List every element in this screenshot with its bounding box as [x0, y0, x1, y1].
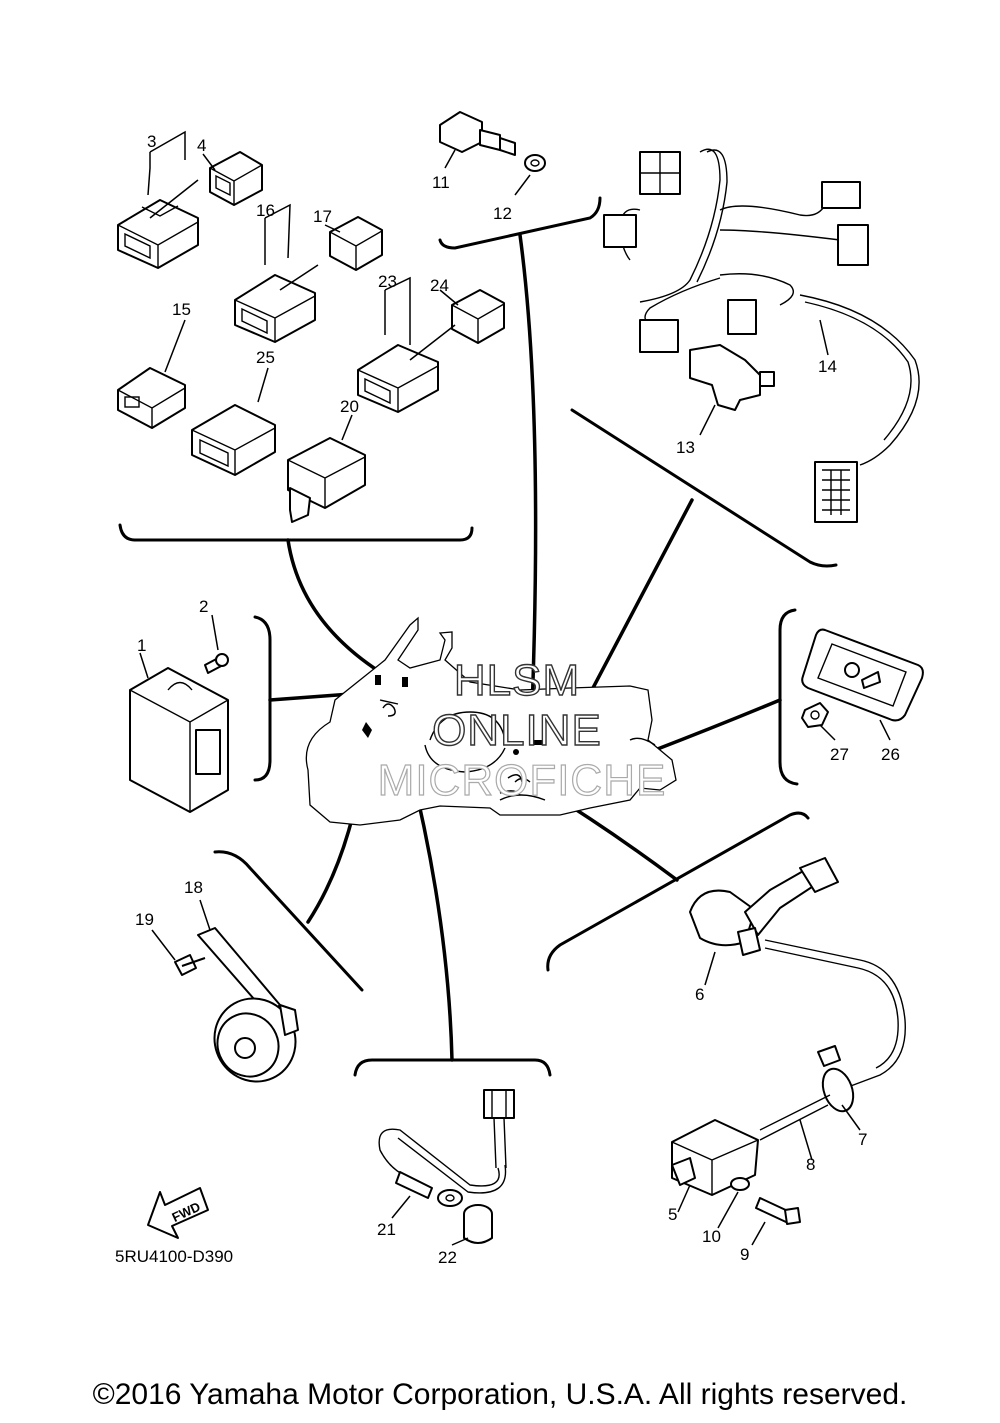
horn-group — [151, 899, 299, 1083]
callout-15: 15 — [172, 300, 191, 319]
relay-20 — [287, 437, 366, 523]
callout-23: 23 — [378, 272, 397, 291]
callout-6: 6 — [695, 985, 704, 1004]
callout-3: 3 — [147, 132, 156, 151]
sensor-21-group — [378, 1089, 515, 1246]
sensor-11-group — [439, 111, 546, 196]
motorcycle-outline — [305, 616, 677, 826]
callout-24: 24 — [430, 276, 449, 295]
coupler-24 — [451, 289, 505, 344]
coupler-4 — [209, 151, 263, 206]
watermark: HLSM ONLINE MICROFICHE — [377, 655, 667, 805]
callout-20: 20 — [340, 397, 359, 416]
coupler-3 — [117, 199, 199, 269]
callout-17: 17 — [313, 207, 332, 226]
callout-22: 22 — [438, 1248, 457, 1267]
callout-labels: 1 2 3 4 5 6 7 8 9 10 11 12 13 14 15 16 1… — [135, 132, 900, 1267]
coupler-15 — [117, 367, 186, 429]
ignition-group — [671, 857, 906, 1246]
coupler-23 — [357, 344, 439, 413]
callout-7: 7 — [858, 1130, 867, 1149]
connector-group — [117, 130, 505, 523]
diagram-code: 5RU4100-D390 — [115, 1247, 233, 1266]
callout-12: 12 — [493, 204, 512, 223]
callout-4: 4 — [197, 136, 206, 155]
callout-14: 14 — [818, 357, 837, 376]
callout-8: 8 — [806, 1155, 815, 1174]
copyright-notice: ©2016 Yamaha Motor Corporation, U.S.A. A… — [92, 1378, 908, 1411]
callout-21: 21 — [377, 1220, 396, 1239]
coupler-17 — [329, 216, 383, 271]
coupler-16 — [234, 274, 316, 343]
callout-10: 10 — [702, 1227, 721, 1246]
callout-9: 9 — [740, 1245, 749, 1264]
callout-11: 11 — [432, 173, 450, 192]
callout-2: 2 — [199, 597, 208, 616]
cdi-unit-group — [129, 614, 229, 813]
watermark-line-1: HLSM — [454, 656, 580, 705]
callout-13: 13 — [676, 438, 695, 457]
callout-16: 16 — [256, 201, 275, 220]
callout-27: 27 — [830, 745, 849, 764]
wire-harness-group — [603, 148, 920, 523]
callout-18: 18 — [184, 878, 203, 897]
watermark-line-2: ONLINE — [432, 706, 602, 755]
coupler-25 — [191, 404, 276, 476]
callout-5: 5 — [668, 1205, 677, 1224]
watermark-line-3: MICROFICHE — [378, 756, 667, 805]
plate-26-group — [801, 628, 924, 741]
callout-1: 1 — [137, 636, 146, 655]
forward-arrow-icon: FWD — [147, 1187, 209, 1239]
callout-25: 25 — [256, 348, 275, 367]
callout-19: 19 — [135, 910, 154, 929]
callout-26: 26 — [881, 745, 900, 764]
